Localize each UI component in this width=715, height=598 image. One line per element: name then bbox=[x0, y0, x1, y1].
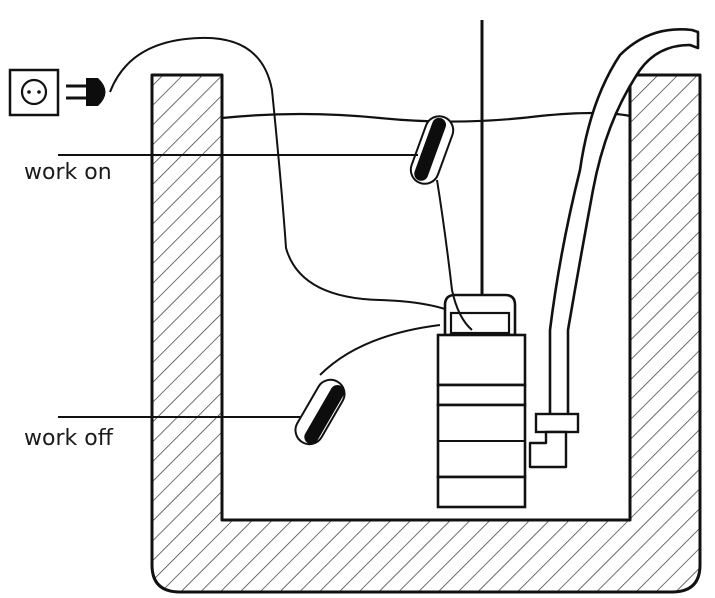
float-switch-lower bbox=[294, 378, 346, 446]
work-off-label: work off bbox=[24, 426, 113, 451]
wall-socket-icon bbox=[8, 68, 60, 117]
upper-float-cord bbox=[436, 179, 473, 331]
float-switch-upper bbox=[409, 115, 455, 185]
power-plug-icon bbox=[66, 78, 106, 106]
work-on-label: work on bbox=[24, 160, 112, 185]
lower-float-cord bbox=[319, 324, 441, 376]
submersible-pump bbox=[436, 293, 527, 509]
hose-coupling bbox=[534, 412, 580, 434]
discharge-hose bbox=[548, 28, 700, 420]
pump-outlet-elbow bbox=[528, 430, 568, 469]
power-cord bbox=[109, 36, 466, 319]
pit-wall bbox=[150, 73, 702, 594]
water-surface bbox=[221, 111, 631, 123]
